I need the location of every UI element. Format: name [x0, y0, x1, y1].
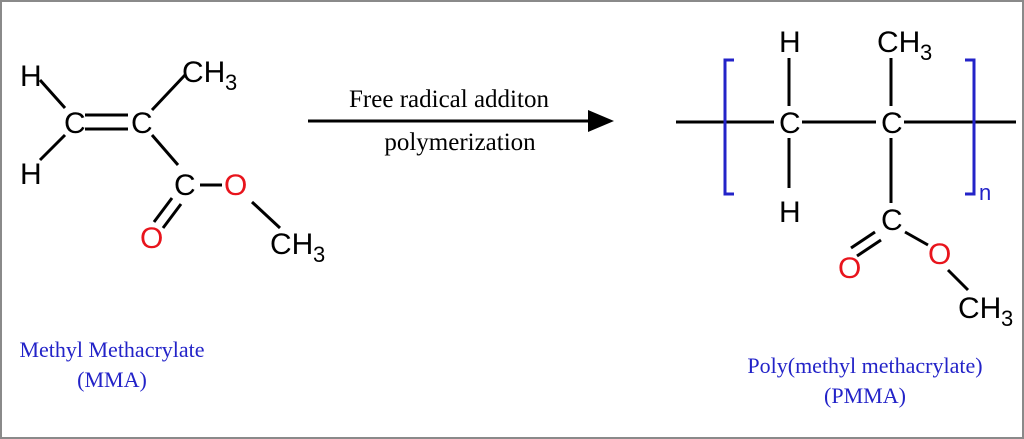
mma-subscript-3-top: 3 [225, 70, 237, 95]
pmma-caption-name: Poly(methyl methacrylate) [747, 353, 982, 378]
mma-bond-c2-ch3 [150, 73, 187, 112]
mma-double-bond-co-b [161, 203, 183, 229]
mma-atom-h2: H [20, 158, 42, 191]
pmma-atom-o-carbonyl: O [838, 252, 861, 285]
mma-bond-o-ch3 [250, 200, 282, 230]
mma-double-bond-co-a [152, 197, 174, 223]
pmma-bracket-right [965, 58, 976, 196]
arrow-label-line2: polymerization [384, 129, 536, 156]
pmma-atom-c3: C [881, 204, 903, 237]
mma-bond-h1-c1 [38, 79, 67, 109]
pmma-bond-o-ch3 [946, 268, 970, 292]
mma-bond-h2-c1 [38, 133, 67, 162]
pmma-bond-c3-o [904, 230, 929, 247]
mma-caption-abbr: (MMA) [77, 367, 147, 392]
pmma-atom-ch3-top: CH [877, 26, 920, 59]
mma-atom-c1: C [64, 107, 86, 140]
mma-bond-c2-c3 [150, 134, 180, 166]
mma-atom-c2: C [131, 107, 153, 140]
pmma-structure [676, 58, 1016, 292]
mma-atom-h1: H [20, 60, 42, 93]
pmma-atom-h-top: H [779, 26, 801, 59]
mma-atoms: H H C C CH 3 C O O CH 3 [20, 56, 325, 267]
mma-subscript-3-ester: 3 [313, 242, 325, 267]
mma-atom-c3: C [174, 169, 196, 202]
reaction-arrow [308, 110, 614, 132]
pmma-atom-c2: C [881, 107, 903, 140]
pmma-double-bond-co-b [856, 238, 882, 258]
arrow-label-line1: Free radical additon [349, 86, 549, 113]
arrow-head [588, 110, 614, 132]
pmma-subscript-3-ester: 3 [1001, 306, 1013, 331]
pmma-subscript-3-top: 3 [920, 40, 932, 65]
pmma-atom-c1: C [779, 107, 801, 140]
pmma-repeat-subscript: n [979, 180, 991, 205]
mma-structure [38, 73, 282, 230]
mma-atom-o-ether: O [224, 169, 247, 202]
pmma-brackets [723, 58, 976, 196]
pmma-atom-h-bottom: H [779, 196, 801, 229]
mma-atom-o-carbonyl: O [140, 222, 163, 255]
pmma-atom-o-ether: O [928, 238, 951, 271]
pmma-double-bond-co-a [850, 230, 876, 250]
mma-atom-ch3-top: CH [182, 56, 225, 89]
pmma-atom-ch3-ester: CH [958, 292, 1001, 325]
pmma-caption-abbr: (PMMA) [824, 383, 906, 408]
mma-caption-name: Methyl Methacrylate [19, 337, 204, 362]
pmma-atoms: H C H CH 3 C C O O CH 3 n [779, 26, 1013, 331]
pmma-bracket-left [723, 58, 734, 196]
mma-atom-ch3-ester: CH [270, 228, 313, 261]
